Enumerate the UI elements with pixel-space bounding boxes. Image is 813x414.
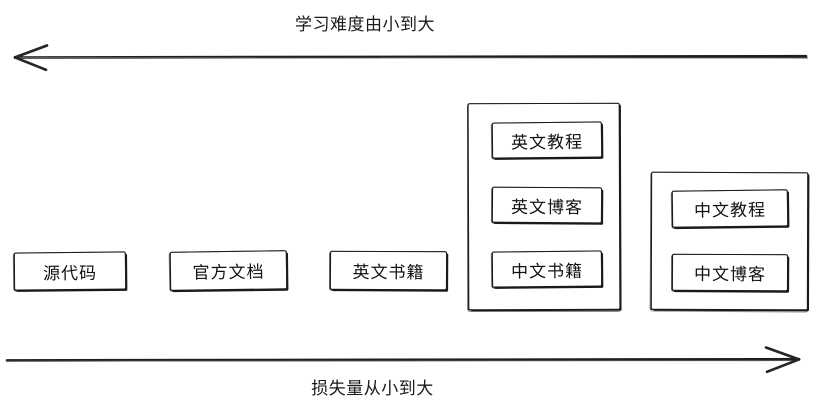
node-chinese-tutorial-label: 中文教程: [693, 200, 767, 222]
top-axis-label: 学习难度由小到大: [295, 15, 435, 35]
node-source-code-label: 源代码: [42, 263, 98, 284]
arrow-left-icon: [13, 44, 809, 72]
node-english-tutorial-label: 英文教程: [510, 132, 584, 153]
arrow-right-icon: [5, 346, 801, 374]
node-chinese-tutorial[interactable]: 中文教程: [671, 189, 789, 228]
node-chinese-books-label: 中文书籍: [510, 261, 584, 282]
node-chinese-blog[interactable]: 中文博客: [671, 253, 789, 292]
bottom-axis-label: 损失量从小到大: [311, 379, 434, 399]
node-english-blog-label: 英文博客: [510, 197, 584, 218]
node-english-blog[interactable]: 英文博客: [491, 186, 603, 224]
node-english-books[interactable]: 英文书籍: [329, 250, 448, 291]
node-official-docs[interactable]: 官方文档: [169, 250, 288, 291]
node-english-books-label: 英文书籍: [352, 262, 425, 284]
node-chinese-books[interactable]: 中文书籍: [491, 250, 603, 288]
node-source-code[interactable]: 源代码: [13, 251, 127, 291]
top-axis-arrow: [13, 44, 809, 72]
node-official-docs-label: 官方文档: [192, 262, 265, 284]
node-english-tutorial[interactable]: 英文教程: [491, 121, 603, 159]
node-chinese-blog-label: 中文博客: [693, 264, 767, 286]
